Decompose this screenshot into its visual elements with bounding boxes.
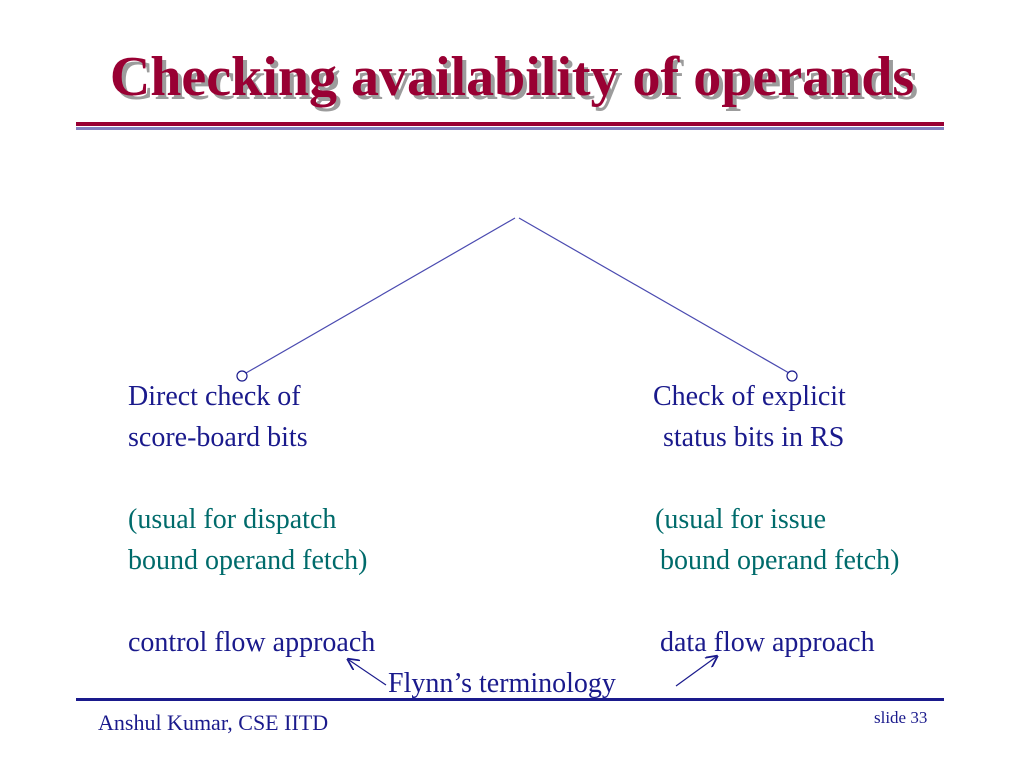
footer-author: Anshul Kumar, CSE IITD (98, 710, 329, 735)
tree-node-right (786, 370, 798, 382)
footer-rule (76, 698, 944, 701)
left-note-line1: (usual for dispatch (128, 504, 337, 535)
left-note-line2: bound operand fetch) (128, 545, 368, 576)
left-option-line2: score-board bits (128, 422, 308, 453)
title-rule-bottom (76, 127, 944, 130)
right-option-line2: status bits in RS (663, 422, 845, 453)
arrow-to-control-flow (349, 660, 387, 686)
tree-node-left (236, 370, 248, 382)
right-note-line2: bound operand fetch) (660, 545, 900, 576)
left-option-line1: Direct check of (128, 381, 301, 412)
slide-title: Checking availability of operands Checki… (0, 40, 1024, 120)
title-rule-top (76, 122, 944, 126)
right-note-line1: (usual for issue (655, 504, 827, 535)
arrow-to-data-flow (675, 657, 716, 687)
slide-number: slide 33 (874, 708, 928, 727)
slide-title-text: Checking availability of operands (109, 46, 915, 108)
left-approach: control flow approach (128, 627, 376, 658)
flynn-terminology-label: Flynn’s terminology (388, 668, 616, 699)
tree-branch-right (518, 217, 790, 374)
right-approach: data flow approach (660, 627, 875, 658)
tree-branch-left (245, 217, 516, 374)
slide-title-shadow: Checking availability of operands (113, 50, 919, 112)
right-option-line1: Check of explicit (653, 381, 846, 412)
